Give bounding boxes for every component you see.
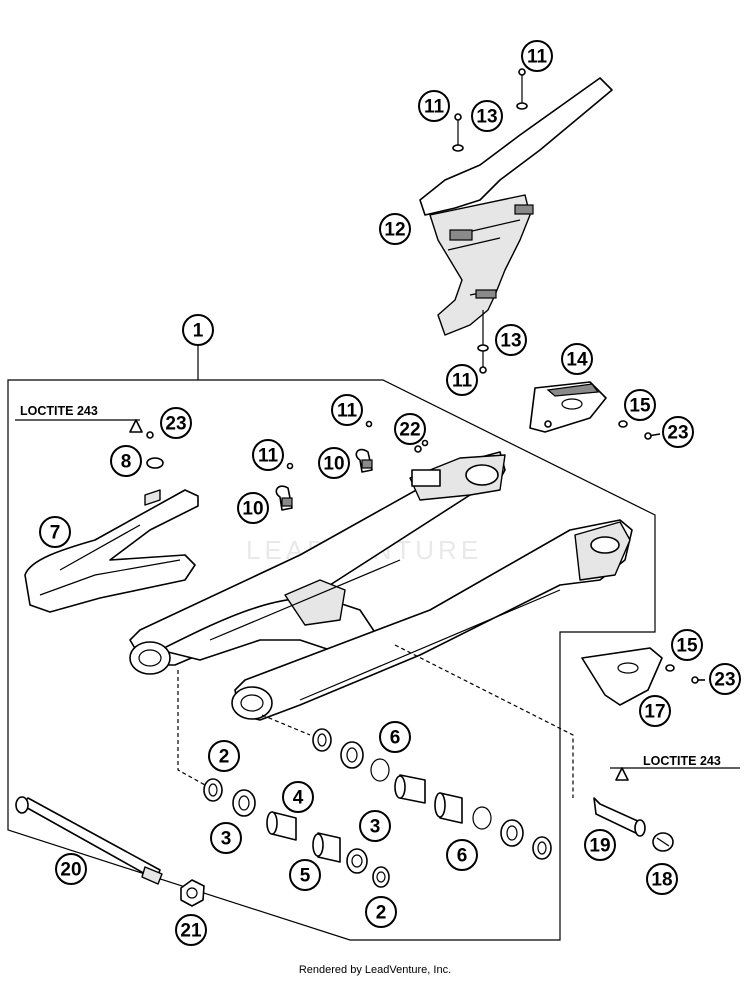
axis-line-left	[177, 670, 206, 786]
callout-11b: 11	[418, 90, 450, 122]
screw-11a	[286, 462, 294, 470]
svg-text:10: 10	[242, 499, 263, 520]
callout-6b: 6	[446, 839, 478, 871]
washer-15b	[665, 664, 675, 672]
callout-20: 20	[55, 853, 87, 885]
callout-6a: 6	[379, 721, 411, 753]
svg-text:20: 20	[60, 860, 81, 881]
swingarm	[129, 451, 633, 721]
callout-3a: 3	[210, 822, 242, 854]
footer-credit: Rendered by LeadVenture, Inc.	[299, 964, 451, 976]
callout-11c: 11	[446, 364, 478, 396]
callout-23c: 23	[709, 663, 741, 695]
callout-2b: 2	[365, 896, 397, 928]
svg-text:8: 8	[121, 452, 132, 473]
callout-23b: 23	[662, 416, 694, 448]
callout-11d: 11	[331, 394, 363, 426]
svg-text:23: 23	[165, 414, 186, 435]
callout-21: 21	[175, 914, 207, 946]
svg-text:11: 11	[452, 371, 473, 392]
svg-text:11: 11	[337, 401, 358, 422]
callout-14: 14	[561, 343, 593, 375]
slider-fasteners	[15, 419, 164, 469]
callout-19: 19	[584, 829, 616, 861]
washer-15a	[618, 420, 628, 428]
svg-text:3: 3	[221, 829, 232, 850]
callout-11a: 11	[521, 40, 553, 72]
svg-text:14: 14	[566, 350, 588, 371]
svg-text:18: 18	[651, 870, 672, 891]
axis-line-right	[394, 644, 574, 798]
bushing-22	[414, 439, 429, 453]
clip-10a	[355, 448, 373, 473]
svg-text:22: 22	[399, 420, 420, 441]
loctite-note-left: LOCTITE 243	[20, 404, 98, 418]
svg-text:13: 13	[500, 331, 521, 352]
callout-8: 8	[110, 445, 142, 477]
screw-11b	[365, 420, 373, 428]
callout-7: 7	[39, 516, 71, 548]
svg-text:12: 12	[384, 220, 405, 241]
chain-guide	[419, 77, 613, 336]
callout-17: 17	[639, 695, 671, 727]
svg-text:2: 2	[376, 903, 387, 924]
callout-4: 4	[282, 781, 314, 813]
plate-14	[529, 381, 607, 433]
nut-21	[180, 879, 205, 907]
axle-20	[15, 796, 163, 885]
svg-text:23: 23	[667, 423, 688, 444]
callout-13b: 13	[495, 324, 527, 356]
svg-text:10: 10	[323, 454, 344, 475]
callout-2a: 2	[208, 740, 240, 772]
svg-text:7: 7	[50, 523, 61, 544]
callout-18: 18	[646, 863, 678, 895]
svg-text:3: 3	[370, 817, 381, 838]
svg-text:13: 13	[476, 107, 497, 128]
callout-23a: 23	[160, 407, 192, 439]
svg-text:15: 15	[629, 396, 651, 417]
plate-17	[581, 647, 663, 706]
svg-text:15: 15	[676, 636, 698, 657]
svg-text:19: 19	[589, 836, 610, 857]
svg-text:21: 21	[180, 921, 202, 942]
svg-text:11: 11	[258, 446, 279, 467]
callout-1: 1	[182, 314, 214, 346]
bolt-19	[593, 767, 740, 837]
svg-text:11: 11	[527, 47, 548, 68]
svg-text:17: 17	[644, 702, 665, 723]
callout-10a: 10	[318, 447, 350, 479]
svg-text:6: 6	[390, 728, 401, 749]
loctite-note-right: LOCTITE 243	[643, 754, 721, 768]
svg-text:2: 2	[219, 747, 230, 768]
svg-text:23: 23	[714, 670, 735, 691]
svg-text:6: 6	[457, 846, 468, 867]
callout-11e: 11	[252, 439, 284, 471]
callout-22: 22	[394, 413, 426, 445]
svg-text:11: 11	[424, 97, 445, 118]
svg-text:4: 4	[293, 788, 304, 809]
callout-12: 12	[379, 213, 411, 245]
nut-18	[652, 832, 674, 852]
chain-slider	[24, 489, 199, 613]
guide-bolts	[452, 68, 528, 374]
group-outline	[7, 379, 656, 941]
svg-text:1: 1	[193, 321, 204, 342]
clip-10b	[275, 485, 293, 511]
callout-5: 5	[289, 859, 321, 891]
callout-10b: 10	[237, 492, 269, 524]
svg-text:5: 5	[300, 866, 311, 887]
callout-15a: 15	[624, 389, 656, 421]
callout-13a: 13	[471, 100, 503, 132]
bearings	[203, 728, 552, 888]
axis-line-mid	[261, 714, 311, 736]
callout-3b: 3	[359, 810, 391, 842]
callout-15b: 15	[671, 629, 703, 661]
